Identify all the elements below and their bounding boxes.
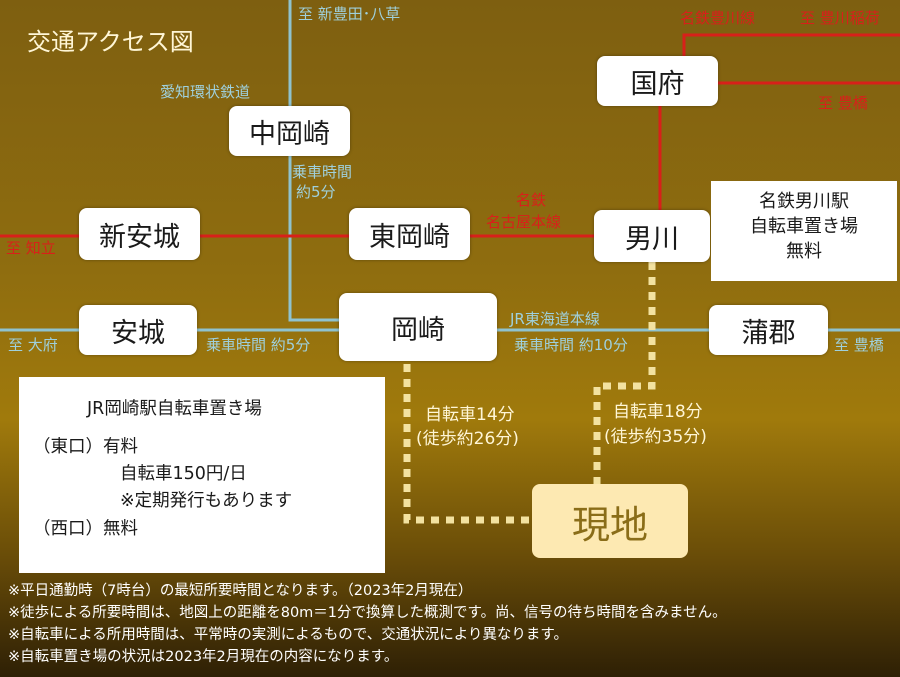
otogawa-parking-line1: 名鉄男川駅: [759, 191, 849, 212]
station-okazaki: 岡崎: [339, 293, 497, 361]
footnote-3: ※自転車による所用時間は、平常時の実測によるもので、交通状況により異なります。: [8, 627, 568, 643]
jr-parking-title: JR岡崎駅自転車置き場: [87, 399, 262, 419]
to-chiryu-label: 至 知立: [6, 239, 56, 257]
jr-parking-box: JR岡崎駅自転車置き場 （東口）有料 自転車150円/日 ※定期発行もあります …: [19, 377, 385, 573]
station-nakaokazaki: 中岡崎: [229, 106, 350, 156]
station-kokufu: 国府: [597, 56, 718, 106]
to-shintoyota-label: 至 新豊田･八草: [298, 5, 401, 23]
to-toyohashi-red-label: 至 豊橋: [818, 94, 868, 112]
bike-14-label: 自転車14分: [425, 405, 515, 425]
ride-time-anjo-label: 乗車時間 約5分: [206, 336, 311, 354]
bike-18-label: 自転車18分: [613, 402, 703, 422]
aichi-kanjo-label: 愛知環状鉄道: [160, 83, 251, 101]
jr-parking-east-price: 自転車150円/日: [120, 464, 247, 484]
walk-26-label: (徒歩約26分): [416, 429, 519, 449]
jr-parking-west-label: （西口）無料: [33, 519, 138, 539]
otogawa-parking-box: 名鉄男川駅 自転車置き場 無料: [711, 181, 897, 281]
footnotes: ※平日通勤時（7時台）の最短所要時間となります。（2023年2月現在） ※徒歩に…: [8, 580, 727, 668]
to-obu-label: 至 大府: [8, 336, 58, 354]
route-okazaki-to-site: [403, 364, 532, 524]
meitetsu-toyokawa-label: 名鉄豊川線: [680, 9, 756, 27]
map-title: 交通アクセス図: [27, 28, 194, 56]
jr-parking-east-note: ※定期発行もあります: [120, 491, 293, 511]
meitetsu-label-1: 名鉄: [516, 191, 547, 209]
route-otogawa-to-site: [593, 262, 656, 484]
footnote-2: ※徒歩による所要時間は、地図上の距離を80m＝1分で換算した概測です。尚、信号の…: [8, 605, 727, 621]
jr-tokaido-label: JR東海道本線: [510, 310, 600, 328]
ride-time-5-label-1: 乗車時間: [292, 163, 353, 181]
ride-time-5-label-2: 約5分: [296, 183, 336, 201]
station-higashiokazaki: 東岡崎: [349, 208, 470, 260]
footnote-4: ※自転車置き場の状況は2023年2月現在の内容になります。: [8, 649, 399, 665]
station-gamagori: 蒲郡: [709, 305, 828, 355]
destination-site: 現地: [532, 484, 688, 558]
station-shinanjo: 新安城: [79, 208, 200, 260]
station-otogawa: 男川: [594, 210, 710, 262]
jr-parking-east-label: （東口）有料: [33, 437, 138, 457]
otogawa-parking-line2: 自転車置き場: [750, 216, 858, 237]
aichi-kanjo-line: [288, 0, 345, 322]
ride-time-gamagori-label: 乗車時間 約10分: [514, 336, 628, 354]
meitetsu-label-2: 名古屋本線: [486, 213, 562, 231]
station-anjo: 安城: [79, 305, 197, 355]
footnote-1: ※平日通勤時（7時台）の最短所要時間となります。（2023年2月現在）: [8, 583, 473, 599]
meitetsu-toyokawa-line: [682, 33, 900, 56]
to-toyohashi-blue-label: 至 豊橋: [834, 336, 884, 354]
otogawa-parking-line3: 無料: [786, 241, 822, 262]
walk-35-label: (徒歩約35分): [604, 427, 707, 447]
to-toyokawainari-label: 至 豊川稲荷: [800, 9, 880, 27]
